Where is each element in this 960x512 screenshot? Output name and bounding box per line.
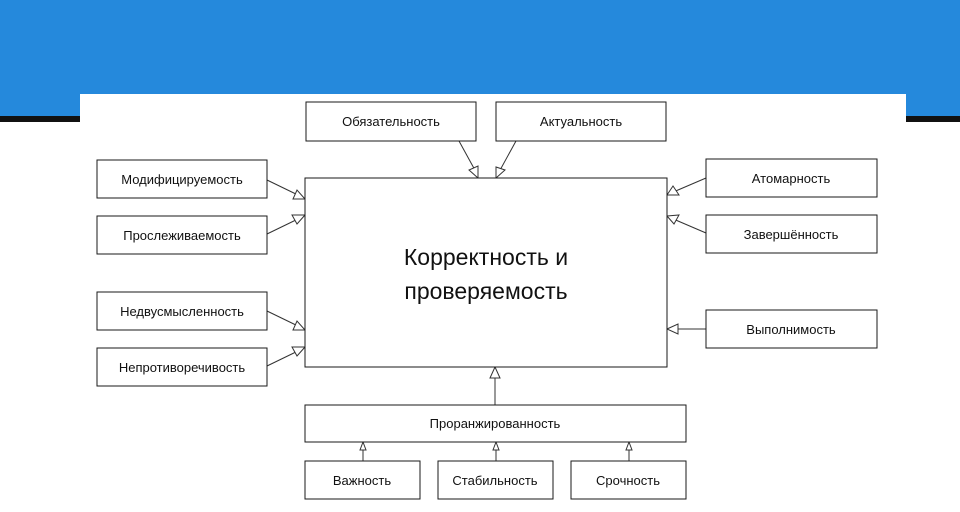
main-label-line-1: Корректность и	[404, 244, 568, 270]
label-traceability: Прослеживаемость	[123, 228, 241, 243]
arrowhead-completeness	[665, 214, 680, 225]
node-feasibility: Выполнимость	[705, 309, 878, 349]
label-ranking: Проранжированность	[430, 416, 561, 431]
label-feasibility: Выполнимость	[746, 322, 836, 337]
connector-completeness	[670, 217, 707, 234]
connector-traceability	[266, 217, 301, 235]
arrowheads	[291, 165, 680, 451]
label-stability: Стабильность	[452, 473, 537, 488]
node-stability: Стабильность	[437, 460, 554, 500]
label-consistency: Непротиворечивость	[119, 360, 246, 375]
node-ranking: Проранжированность	[304, 404, 687, 443]
arrowhead-atomicity	[666, 185, 680, 196]
label-actuality: Актуальность	[540, 114, 622, 129]
connector-modifiability	[266, 179, 301, 197]
arrowhead-feasibility	[665, 323, 679, 335]
node-atomicity: Атомарность	[705, 158, 878, 198]
node-obligatoriness: Обязательность	[305, 101, 477, 142]
connector-atomicity	[670, 177, 707, 194]
label-obligatoriness: Обязательность	[342, 114, 440, 129]
connectors	[266, 140, 707, 461]
connector-consistency	[266, 349, 301, 367]
arrowhead-traceability	[291, 214, 307, 225]
arrowhead-urgency	[625, 440, 633, 451]
node-importance: Важность	[304, 460, 421, 500]
arrowhead-obligatoriness	[468, 165, 479, 180]
main-node: Корректность и проверяемость	[304, 177, 668, 368]
arrowhead-actuality	[495, 166, 506, 180]
connector-unambiguity	[266, 310, 301, 328]
node-modifiability: Модифицируемость	[96, 159, 268, 199]
connector-actuality	[498, 140, 517, 173]
connector-obligatoriness	[458, 140, 477, 173]
arrowhead-modifiability	[292, 189, 307, 200]
label-atomicity: Атомарность	[752, 171, 831, 186]
arrowhead-unambiguity	[292, 320, 307, 331]
arrowhead-stability	[492, 440, 500, 451]
node-unambiguity: Недвусмысленность	[96, 291, 268, 331]
main-label-line-2: проверяемость	[404, 278, 567, 304]
arrowhead-ranking	[489, 365, 501, 379]
label-modifiability: Модифицируемость	[121, 172, 243, 187]
arrowhead-consistency	[291, 346, 307, 357]
node-traceability: Прослеживаемость	[96, 215, 268, 255]
label-importance: Важность	[333, 473, 391, 488]
label-unambiguity: Недвусмысленность	[120, 304, 244, 319]
node-completeness: Завершённость	[705, 214, 878, 254]
label-completeness: Завершённость	[744, 227, 839, 242]
arrowhead-importance	[359, 440, 367, 451]
node-urgency: Срочность	[570, 460, 687, 500]
node-consistency: Непротиворечивость	[96, 347, 268, 387]
node-actuality: Актуальность	[495, 101, 667, 142]
label-urgency: Срочность	[596, 473, 660, 488]
